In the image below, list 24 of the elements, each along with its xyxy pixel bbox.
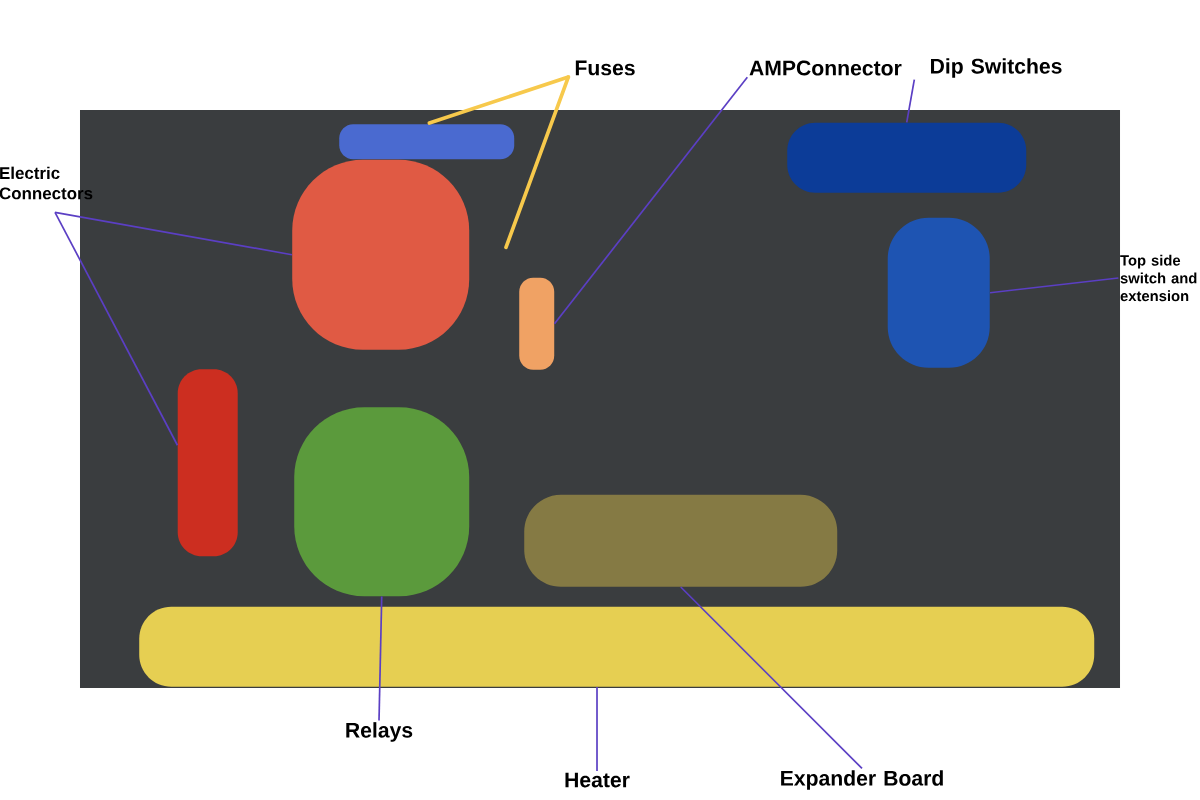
highlight-box — [294, 407, 470, 597]
highlight-box — [524, 494, 838, 587]
leader-line — [504, 75, 571, 250]
leader-line — [596, 686, 598, 772]
highlight-box — [292, 159, 470, 350]
highlight-pill — [139, 606, 1095, 687]
highlight-pill — [519, 277, 555, 370]
callout-label: Relays — [346, 722, 413, 742]
callout-label: Top side switch and extension — [1120, 254, 1197, 302]
callout-label: Heater — [565, 772, 630, 788]
highlight-pill — [339, 124, 515, 160]
callout-label: AMPConnector — [749, 60, 902, 76]
callout-label: Expander Board — [781, 770, 943, 790]
leader-line — [679, 586, 863, 770]
callout-label: Fuses — [575, 60, 635, 76]
highlight-pill — [787, 122, 1027, 193]
leader-line — [905, 78, 916, 124]
highlight-pill — [177, 369, 238, 557]
leader-line — [54, 211, 179, 447]
leader-line — [378, 595, 383, 722]
leader-line — [989, 277, 1120, 294]
leader-line — [553, 76, 749, 325]
leader-line — [54, 211, 293, 256]
callout-label: Dip Switches — [931, 58, 1062, 78]
